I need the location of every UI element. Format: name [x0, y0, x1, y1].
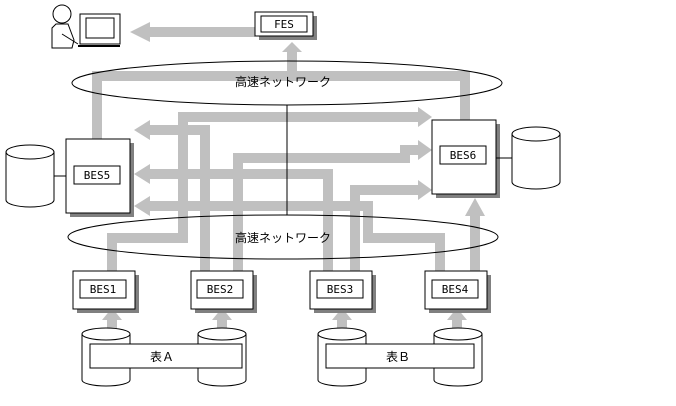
network-bottom: 高速ネットワーク: [67, 214, 499, 260]
bes5-node: BES5: [65, 138, 134, 217]
arrow-bes5-to-fes: [92, 50, 297, 140]
user-terminal-icon: [51, 4, 121, 49]
table-a-label: 表Ａ: [150, 350, 174, 364]
bes4-label: BES4: [442, 283, 469, 296]
bes1-label: BES1: [90, 283, 117, 296]
bes2-label: BES2: [207, 283, 234, 296]
arrowhead-bes4-to-bes5: [134, 196, 150, 216]
bes5-label: BES5: [84, 169, 111, 182]
arrow-bes2-to-bes6: [233, 145, 418, 272]
bes6-disk-icon: [511, 126, 561, 190]
arrow-bes2-to-bes5: [150, 125, 210, 272]
data-flow-arrows: [92, 22, 485, 330]
arrow-bes3-to-bes6: [350, 185, 418, 272]
table-b-label: 表Ｂ: [386, 350, 410, 364]
table-a: 表Ａ: [81, 327, 247, 387]
arrowhead-bes3-to-bes6: [418, 180, 432, 200]
arrowhead-bes2-to-bes6: [418, 140, 432, 160]
bes3-node: BES3: [309, 270, 376, 313]
arrow-bes1-to-bes6: [107, 112, 418, 272]
bes5-disk-icon: [5, 144, 55, 208]
table-b: 表Ｂ: [317, 327, 483, 387]
arrow-bes4-to-bes5: [150, 201, 445, 272]
arrowhead-bes2-to-bes5: [134, 120, 150, 140]
bes3-label: BES3: [327, 283, 354, 296]
bes1-node: BES1: [72, 270, 139, 313]
fes-node: FES: [254, 11, 317, 40]
arrowhead-bes4-to-bes6: [465, 198, 485, 216]
arrowhead-fes-to-user: [130, 22, 150, 42]
arrow-bes6-to-fes: [292, 71, 470, 120]
bes6-node: BES6: [431, 119, 500, 198]
network-top-label: 高速ネットワーク: [235, 74, 331, 89]
arrowhead-bes1-to-bes6: [418, 107, 432, 127]
arrow-bes3-to-bes5: [150, 169, 333, 272]
arrowhead-bes3-to-bes5: [134, 164, 150, 184]
arrowhead-bes5-to-fes: [282, 42, 302, 52]
network-bottom-label: 高速ネットワーク: [235, 230, 331, 245]
bes2-node: BES2: [190, 270, 257, 313]
bes4-node: BES4: [424, 270, 491, 313]
fes-label: FES: [274, 18, 294, 31]
bes6-label: BES6: [450, 149, 477, 162]
